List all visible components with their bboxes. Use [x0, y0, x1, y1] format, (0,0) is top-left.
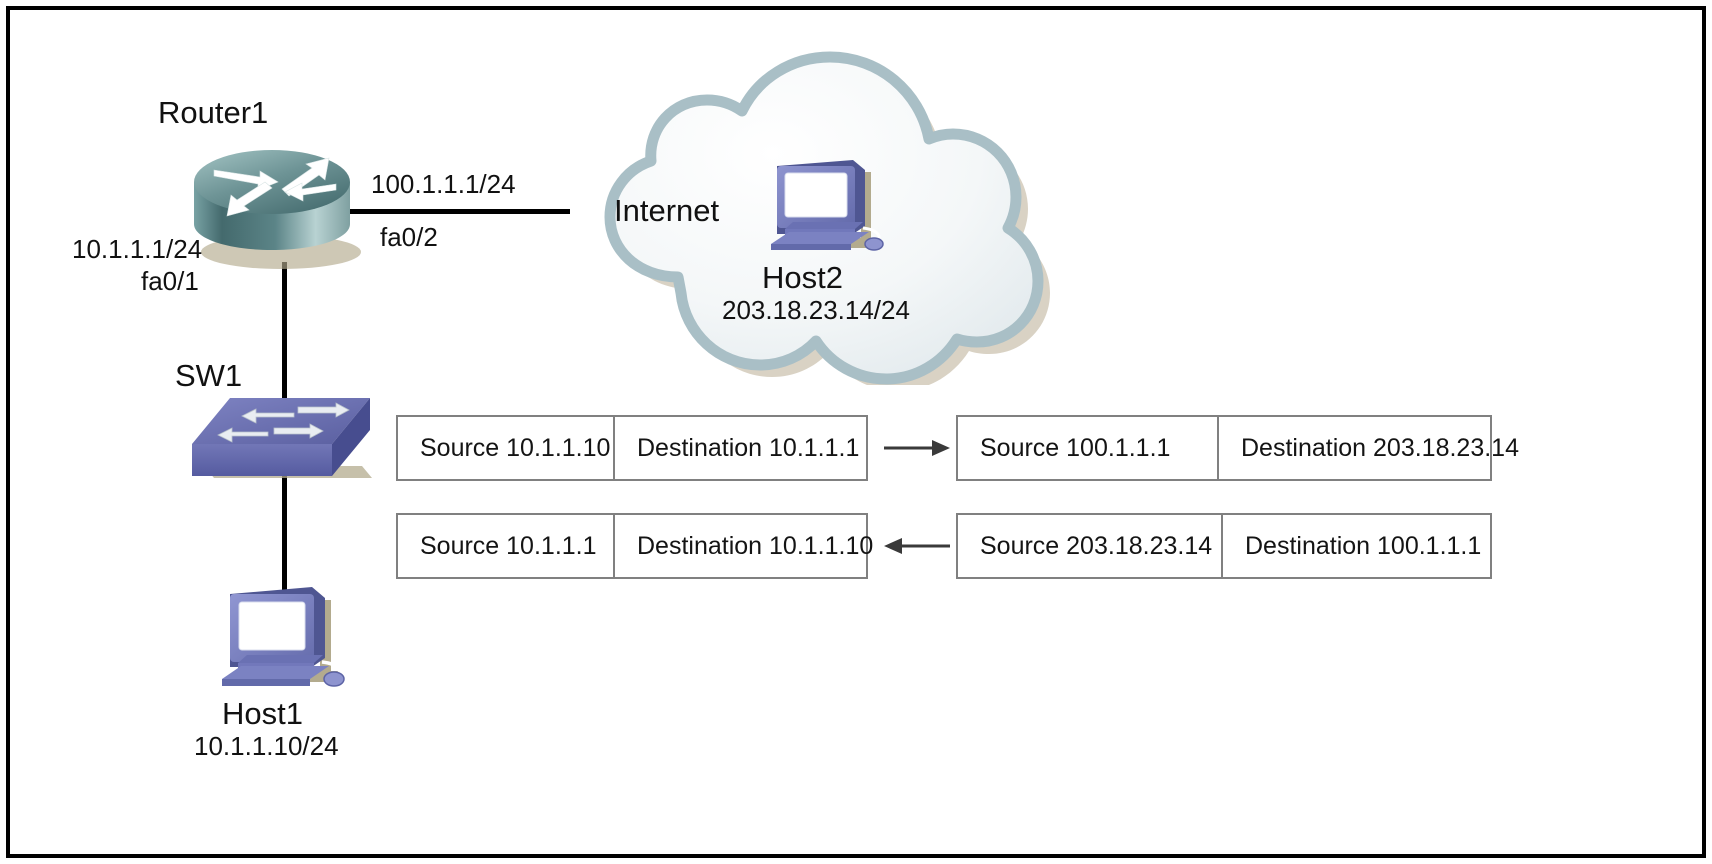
- arrow-right-icon: [884, 440, 950, 456]
- link-switch-to-host1: [282, 455, 287, 590]
- host2-label: Host2: [762, 260, 843, 295]
- router-fa01-address: 10.1.1.1/24: [72, 234, 203, 264]
- packet-destination-cell: Destination 203.18.23.14: [1217, 417, 1519, 479]
- pc-icon: [771, 160, 884, 251]
- pc-icon: [222, 587, 345, 687]
- router-fa02-label: fa0/2: [380, 222, 438, 252]
- host1-icon-wrap: [216, 578, 356, 703]
- router1-label: Router1: [158, 95, 269, 130]
- arrow-left-icon: [884, 538, 950, 554]
- router-icon: [194, 150, 361, 269]
- packet-source-cell: Source 203.18.23.14: [980, 531, 1213, 560]
- packet-source-cell: Source 10.1.1.1: [420, 531, 597, 560]
- packet-table-outside-outbound: Source 100.1.1.1 Destination 203.18.23.1…: [956, 415, 1519, 481]
- packet-destination-cell: Destination 100.1.1.1: [1221, 515, 1494, 577]
- router-fa01-label: fa0/1: [141, 266, 199, 296]
- host1-address: 10.1.1.10/24: [194, 731, 339, 761]
- packet-flow-arrow-right: [884, 433, 950, 463]
- link-router-to-internet: [345, 209, 570, 214]
- host2-address: 203.18.23.14/24: [722, 295, 910, 325]
- link-router-to-switch: [282, 262, 287, 412]
- packet-source-cell: Source 10.1.1.10: [420, 433, 611, 462]
- router-fa02-address: 100.1.1.1/24: [371, 169, 516, 199]
- router1-icon-wrap: [186, 140, 364, 270]
- packet-source-cell: Source 100.1.1.1: [980, 433, 1171, 462]
- host2-icon-wrap: [765, 152, 890, 267]
- packet-destination-cell: Destination 10.1.1.10: [613, 515, 873, 577]
- packet-flow-arrow-left: [884, 531, 950, 561]
- sw1-icon-wrap: [186, 392, 376, 497]
- packet-table-inside-inbound: Source 10.1.1.1 Destination 10.1.1.10: [396, 513, 873, 579]
- packet-table-inside-outbound: Source 10.1.1.10 Destination 10.1.1.1: [396, 415, 868, 481]
- switch-icon: [192, 398, 372, 478]
- internet-label: Internet: [614, 193, 720, 228]
- host1-label: Host1: [222, 696, 303, 731]
- packet-destination-cell: Destination 10.1.1.1: [613, 417, 870, 479]
- packet-table-outside-inbound: Source 203.18.23.14 Destination 100.1.1.…: [956, 513, 1492, 579]
- sw1-label: SW1: [175, 358, 243, 393]
